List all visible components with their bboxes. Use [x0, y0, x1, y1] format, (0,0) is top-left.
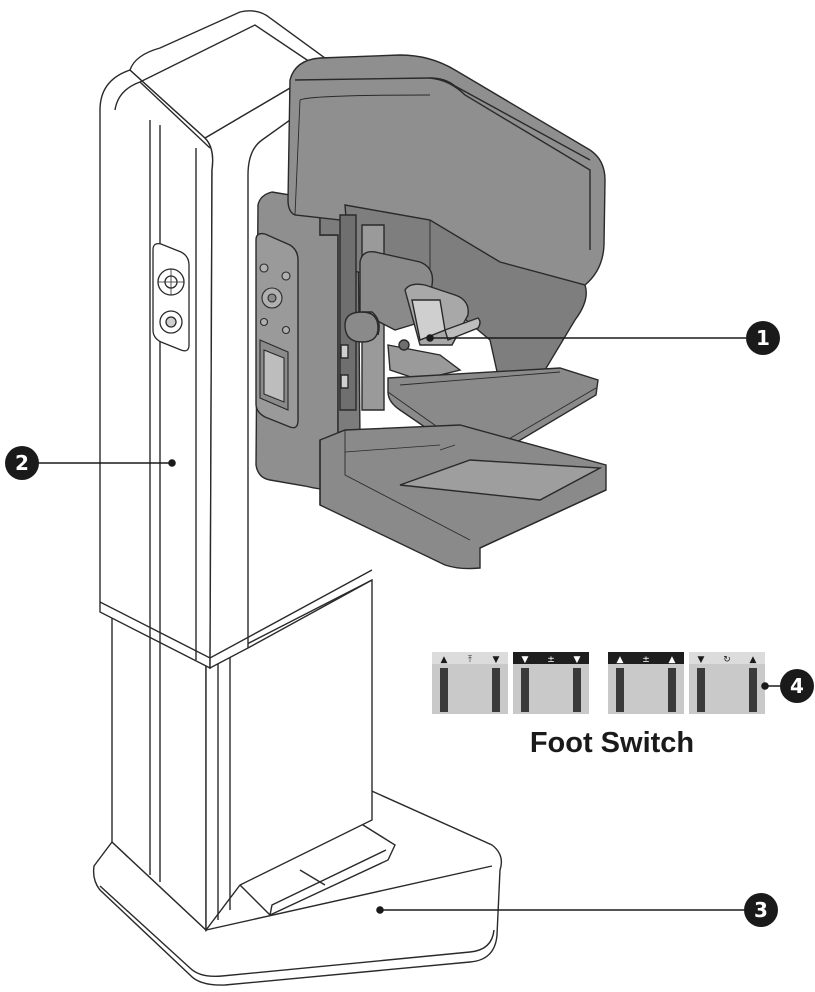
- gantry-arm: [255, 54, 607, 570]
- callout-3-number: 3: [754, 898, 768, 922]
- callout-4: 4: [780, 669, 814, 703]
- callout-2-dot: [168, 459, 176, 467]
- callout-4-dot: [761, 682, 769, 690]
- pedal-center-symbol: ↻: [723, 655, 731, 665]
- pedal-right-arrow: ▲: [750, 655, 757, 665]
- callouts: [36, 334, 788, 914]
- pedal-left-arrow: ▲: [441, 655, 448, 665]
- foot-switch-pedal: ▼ ↻ ▲: [689, 652, 765, 714]
- foot-switch-pedal: ▲ ⤒ ▼: [432, 652, 508, 714]
- callout-3-dot: [376, 906, 384, 914]
- callout-3: 3: [744, 893, 778, 927]
- pedal-center-symbol: ±: [547, 655, 555, 665]
- callout-2-number: 2: [15, 451, 29, 475]
- column-upper: [99, 10, 373, 670]
- pedal-left-arrow: ▼: [698, 655, 705, 665]
- callout-4-number: 4: [790, 674, 804, 698]
- foot-switch-pedal: ▼ ± ▼: [513, 652, 589, 714]
- column-control-panel: [152, 242, 190, 352]
- pedal-right-arrow: ▼: [493, 655, 500, 665]
- callout-1-number: 1: [756, 326, 770, 350]
- callout-1-dot: [426, 334, 434, 342]
- pedal-left-arrow: ▲: [617, 655, 624, 665]
- foot-switch-caption: Foot Switch: [530, 727, 694, 759]
- foot-switch-pedal: ▲ ± ▲: [608, 652, 684, 714]
- gantry-control-panel: [259, 263, 291, 411]
- pedal-center-symbol: ±: [642, 655, 650, 665]
- pedal-center-symbol: ⤒: [468, 655, 472, 665]
- pedal-right-arrow: ▲: [669, 655, 676, 665]
- foot-switch: ▲ ⤒ ▼ ▼ ± ▼ ▲ ± ▲ ▼ ↻: [432, 652, 765, 759]
- pedal-right-arrow: ▼: [574, 655, 581, 665]
- callout-2: 2: [5, 446, 39, 480]
- pedal-left-arrow: ▼: [522, 655, 529, 665]
- callout-1: 1: [746, 321, 780, 355]
